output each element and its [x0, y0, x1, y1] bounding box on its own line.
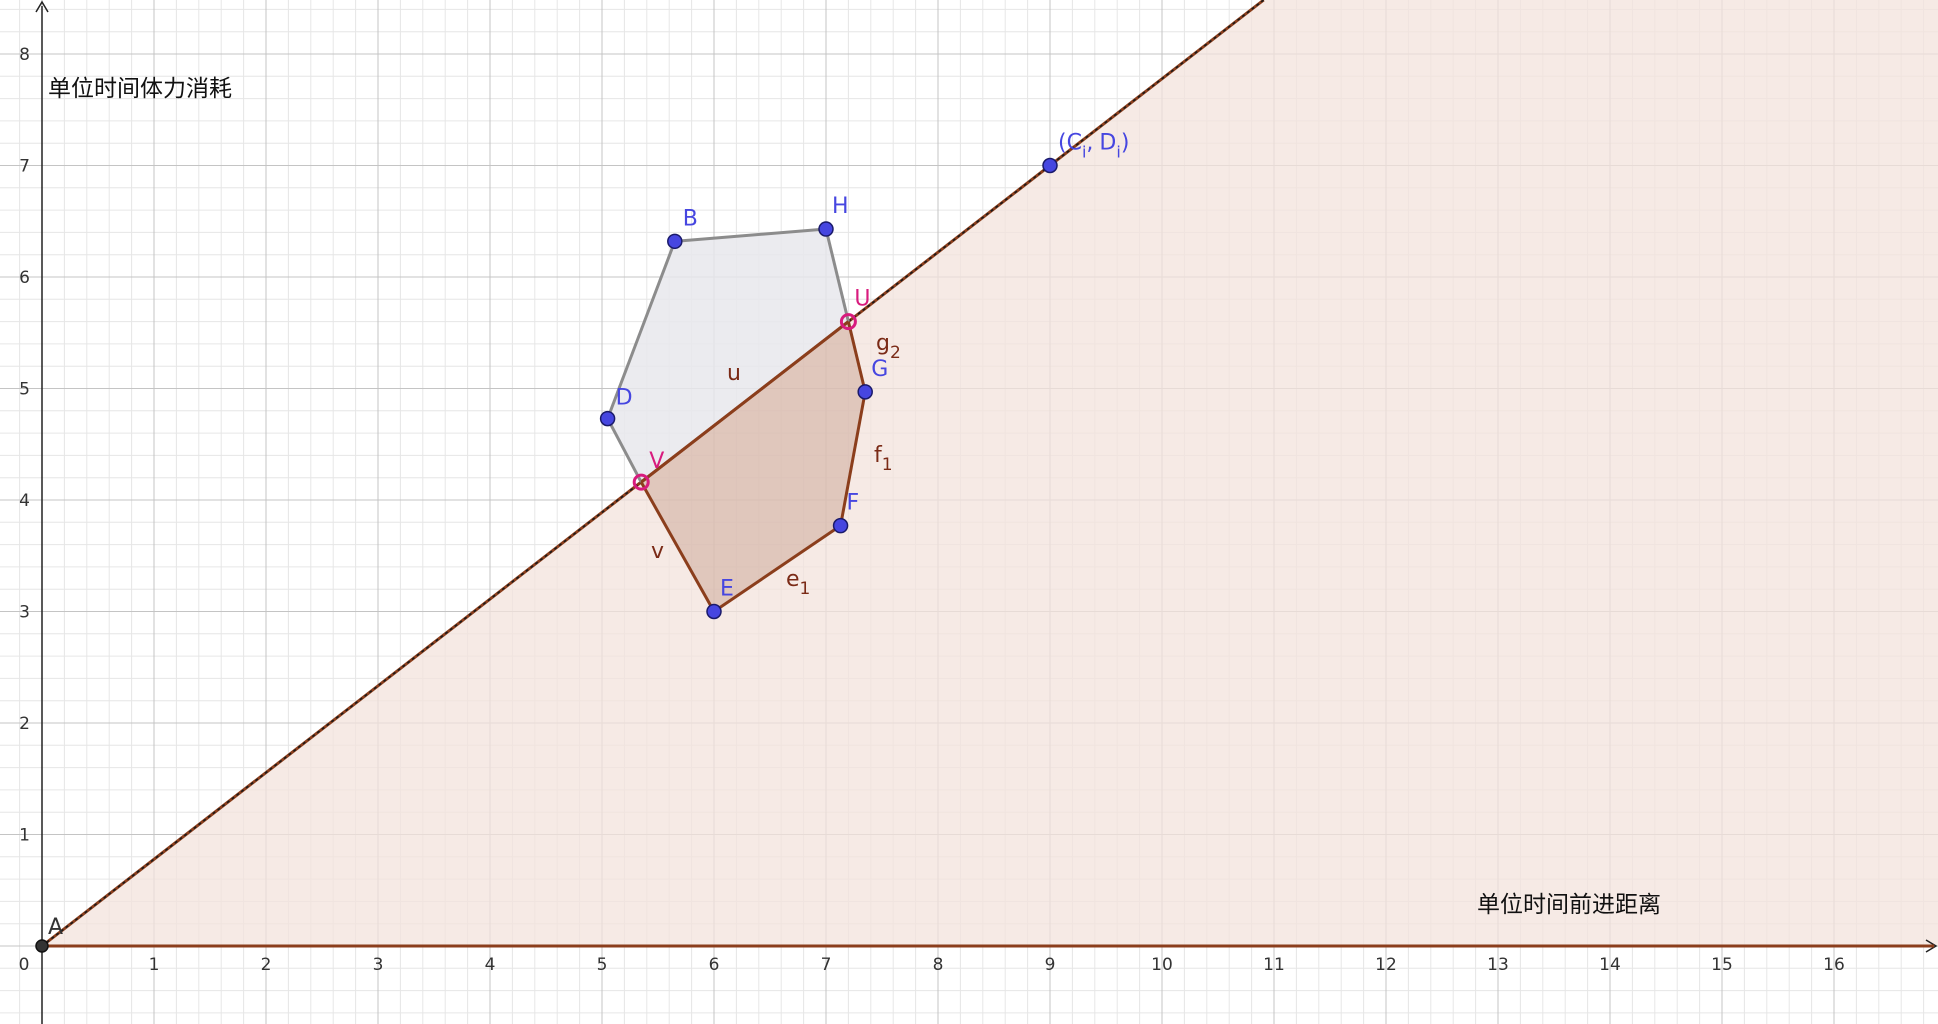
point-f [832, 517, 849, 534]
point-e [706, 603, 722, 620]
x-tick-label: 9 [1045, 955, 1056, 975]
x-tick-label: 15 [1711, 955, 1733, 975]
point-a [35, 939, 49, 953]
point-label-b: B [683, 206, 698, 231]
x-tick-label: 4 [485, 955, 496, 975]
x-tick-label: 7 [821, 955, 832, 975]
x-tick-label: 16 [1823, 955, 1845, 975]
point-label-d: D [616, 386, 633, 411]
point-label-h: H [832, 194, 849, 219]
point-g [857, 384, 873, 400]
grey-polygon [607, 229, 849, 483]
x-axis-title: 单位时间前进距离 [1477, 892, 1661, 918]
g2-main: g [876, 331, 890, 356]
points[interactable] [35, 157, 1058, 953]
x-tick-label: 12 [1375, 955, 1397, 975]
y-tick-label: 7 [19, 157, 30, 177]
ci-label: (C [1058, 131, 1082, 156]
x-tick-label: 10 [1151, 955, 1173, 975]
point-c [1042, 157, 1058, 174]
f1-sub: 1 [882, 455, 893, 475]
point-label-e: E [720, 577, 734, 602]
segment-label-g2: g2 [876, 331, 901, 363]
edge-hu [824, 228, 850, 322]
x-tick-label: 2 [261, 955, 272, 975]
ci-comma: , [1086, 131, 1093, 156]
e1-sub: 1 [800, 579, 811, 599]
point-label-u: U [854, 287, 870, 312]
ci-close: ) [1121, 131, 1130, 156]
axes [35, 0, 1938, 1024]
edge-bh [674, 227, 827, 243]
ci-subscript: i [1082, 143, 1086, 162]
x-tick-label: 11 [1263, 955, 1285, 975]
segment-label-v: v [651, 539, 664, 564]
y-tick-label: 6 [19, 268, 30, 288]
point-u [839, 313, 857, 331]
x-tick-label: 5 [597, 955, 608, 975]
x-tick-label: 1 [149, 955, 160, 975]
intersection-polygon [641, 321, 866, 612]
edge-fe [713, 524, 842, 613]
point-label-v: V [649, 449, 664, 474]
y-axis-title: 单位时间体力消耗 [48, 76, 232, 102]
edge-ev [639, 481, 716, 613]
di-subscript: i [1116, 143, 1120, 162]
point-label-g: G [871, 357, 888, 382]
point-b [667, 233, 683, 250]
polygon-edges [606, 227, 867, 613]
edge-vd [606, 417, 643, 483]
shaded-region [42, 0, 1938, 946]
point-h [818, 221, 834, 237]
y-tick-label: 4 [19, 491, 30, 511]
y-tick-label: 3 [19, 603, 30, 623]
g2-sub: 2 [890, 343, 901, 363]
y-tick-label: 1 [19, 826, 30, 846]
x-tick-label: 14 [1599, 955, 1621, 975]
edge-ug [846, 321, 867, 393]
f1-main: f [874, 443, 883, 468]
segment-label-f1: f1 [874, 443, 893, 475]
y-tick-label: 2 [19, 714, 30, 734]
y-tick-label: 5 [19, 380, 30, 400]
x-axis-arrow [1925, 939, 1938, 953]
segment-label-e1: e1 [786, 567, 810, 599]
point-d [599, 410, 616, 427]
di-label: D [1099, 131, 1116, 156]
segment-label-u: u [727, 361, 741, 386]
e1-main: e [786, 567, 800, 592]
point-label-ci-di: (Ci,Di) [1058, 131, 1129, 162]
point-v [632, 473, 650, 491]
edge-db [606, 240, 677, 420]
point-label-a: A [48, 915, 63, 940]
edge-gf [839, 391, 867, 526]
x-tick-label: 3 [373, 955, 384, 975]
point-label-f: F [847, 491, 860, 516]
y-tick-label: 8 [19, 45, 30, 65]
edge-vu [640, 320, 850, 484]
y-axis-arrow [35, 0, 49, 13]
x-tick-label: 0 [19, 955, 30, 975]
x-tick-label: 8 [933, 955, 944, 975]
x-tick-label: 13 [1487, 955, 1509, 975]
x-tick-label: 6 [709, 955, 720, 975]
